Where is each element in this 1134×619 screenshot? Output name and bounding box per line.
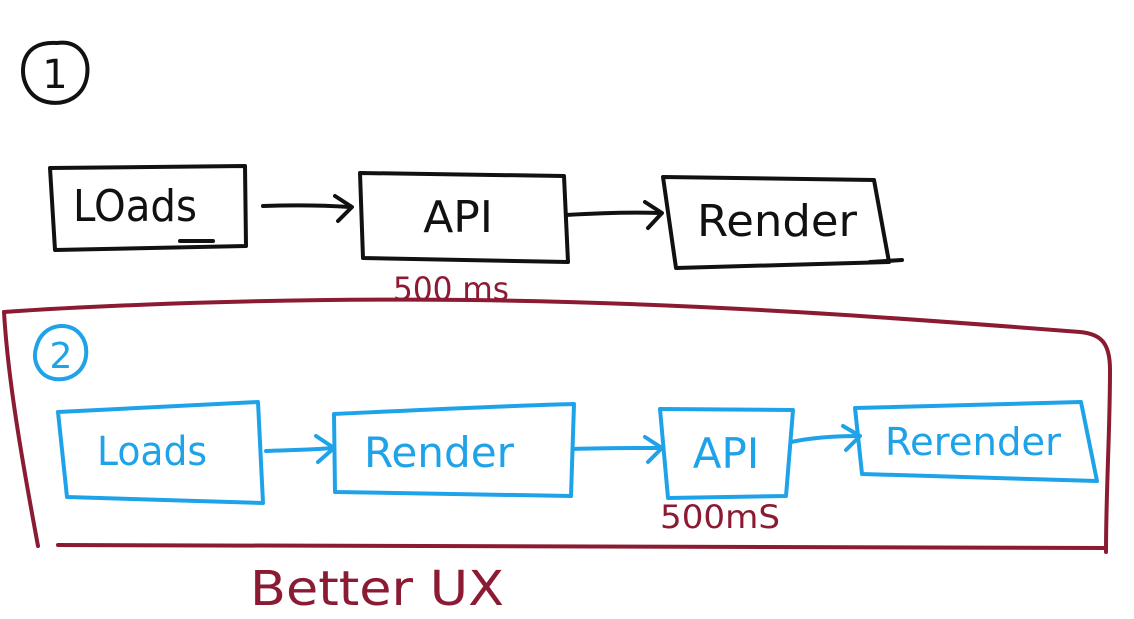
arrow-loads-to-api: [261, 194, 354, 223]
better-ux-caption: Better UX: [250, 561, 504, 617]
step-label-render: Render: [364, 428, 515, 477]
step-label-loads: Loads: [97, 429, 207, 475]
step-label-render: Render: [697, 196, 858, 247]
better-ux-frame: [2, 297, 1112, 554]
step-label-api: API: [423, 192, 493, 243]
step-box-api: API: [658, 407, 795, 500]
scenario-2-number: 2: [50, 336, 73, 377]
step-label-loads: LOads: [73, 181, 197, 232]
scenario-2: 2 Loads Render API: [33, 324, 1099, 505]
step-label-api: API: [693, 429, 759, 478]
scenario-1-number: 1: [42, 52, 67, 98]
arrow-render-to-api: [571, 435, 664, 464]
scenario-2-api-latency: 500mS: [660, 498, 780, 536]
step-label-rerender: Rerender: [885, 420, 1061, 464]
scenario-1-number-badge: 1: [21, 40, 90, 105]
scenario-1: 1 LOads API Render: [21, 40, 904, 270]
arrow-api-to-render: [564, 200, 664, 230]
arrow-loads-to-render: [264, 434, 336, 464]
step-box-render: Render: [332, 402, 576, 498]
arrow-api-to-rerender: [789, 424, 862, 452]
step-box-loads: LOads: [48, 164, 248, 252]
step-box-loads: Loads: [56, 400, 265, 505]
step-box-api: API: [358, 171, 570, 264]
scenario-2-number-badge: 2: [33, 324, 89, 382]
step-box-rerender: Rerender: [853, 400, 1099, 483]
step-box-render: Render: [661, 175, 904, 270]
